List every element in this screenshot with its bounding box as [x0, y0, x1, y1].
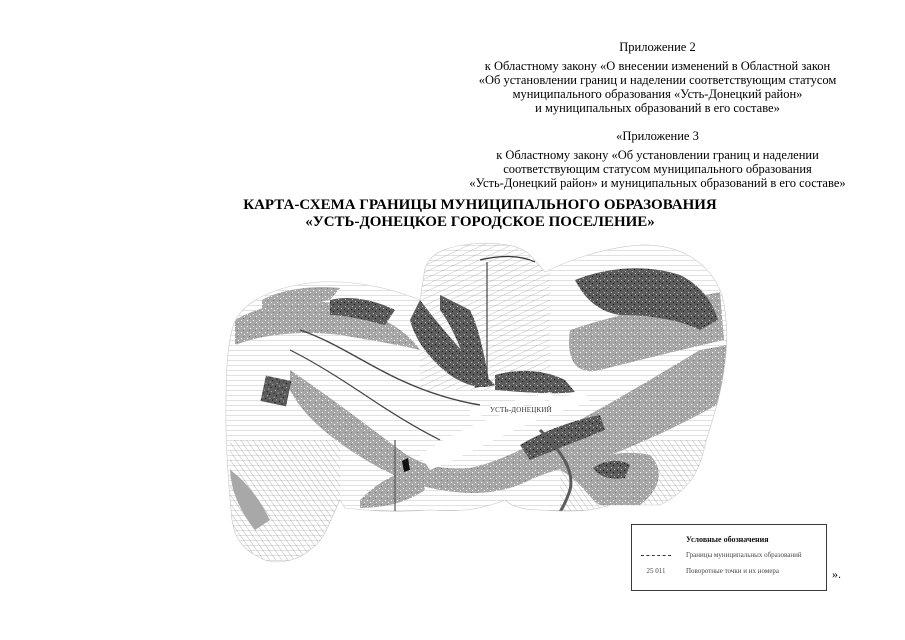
legend-label: Поворотные точки и их номера [686, 567, 780, 575]
map-title-line-2: «УСТЬ-ДОНЕЦКОЕ ГОРОДСКОЕ ПОСЕЛЕНИЕ» [305, 214, 655, 230]
appendix-2-line: к Областному закону «О внесении изменени… [484, 59, 831, 73]
map-title-line-1: КАРТА-СХЕМА ГРАНИЦЫ МУНИЦИПАЛЬНОГО ОБРАЗ… [243, 197, 717, 213]
appendix-3-title: «Приложение 3 [616, 129, 699, 143]
legend-label: Границы муниципальных образований [686, 551, 802, 559]
map-title: КАРТА-СХЕМА ГРАНИЦЫ МУНИЦИПАЛЬНОГО ОБРАЗ… [240, 197, 720, 231]
appendix-2-header: Приложение 2 к Областному закону «О внес… [455, 40, 860, 115]
appendix-3-line: «Усть-Донецкий район» и муниципальных об… [469, 176, 846, 190]
turning-point-icon: 25 011 [646, 567, 666, 575]
legend-item-boundary: Границы муниципальных образований [632, 551, 826, 561]
legend: Условные обозначения Границы муниципальн… [631, 524, 827, 591]
legend-title: Условные обозначения [686, 535, 769, 544]
municipal-boundary [225, 243, 728, 563]
boundary-line-icon [641, 555, 671, 556]
appendix-2-line: муниципального образования «Усть-Донецки… [512, 87, 803, 101]
legend-item-points: 25 011 Поворотные точки и их номера [632, 567, 826, 577]
appendix-2-line: и муниципальных образований в его состав… [535, 101, 780, 115]
appendix-2-line: «Об установлении границ и наделении соот… [478, 73, 837, 87]
appendix-2-title: Приложение 2 [619, 40, 696, 54]
appendix-3-line: к Областному закону «Об установлении гра… [496, 148, 819, 162]
appendix-3-line: соответствующим статусом муниципального … [503, 162, 812, 176]
map-terrain [225, 243, 727, 562]
town-label: УСТЬ-ДОНЕЦКИЙ [490, 406, 552, 414]
closing-quote: ». [832, 567, 841, 581]
appendix-3-header: «Приложение 3 к Областному закону «Об ус… [455, 129, 860, 190]
